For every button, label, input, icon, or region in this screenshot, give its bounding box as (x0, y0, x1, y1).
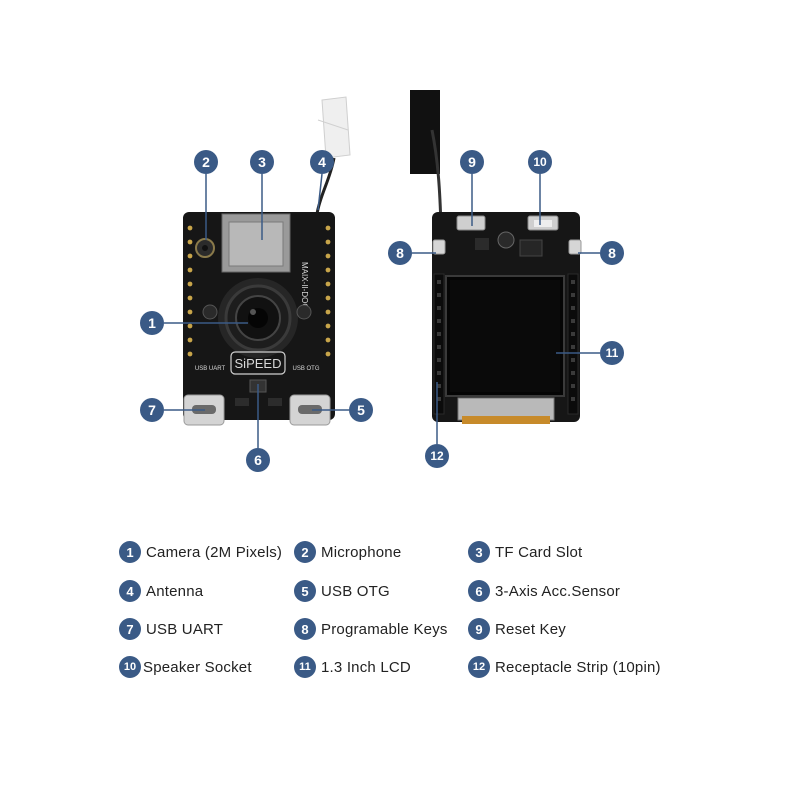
callout-number: 5 (357, 402, 365, 418)
legend-item-2: 2 Microphone (294, 541, 401, 563)
board-brand-text: SiPEED (235, 356, 282, 371)
legend-number: 9 (468, 618, 490, 640)
board-model-text: MAIX-II-DOCK (300, 262, 309, 315)
callout-number: 3 (258, 154, 266, 170)
legend-label: Camera (2M Pixels) (146, 543, 283, 561)
callout-number: 11 (605, 346, 619, 360)
callout-number: 9 (468, 154, 476, 170)
legend-number: 7 (119, 618, 141, 640)
legend-label: USB OTG (321, 582, 390, 600)
callout-number: 2 (202, 154, 210, 170)
legend-item-5: 5 USB OTG (294, 580, 390, 602)
legend-label: Antenna (146, 582, 204, 600)
legend-number: 6 (468, 580, 490, 602)
callout-8-left: 8 (388, 241, 412, 265)
legend-number: 8 (294, 618, 316, 640)
legend-label: 3-Axis Acc.Sensor (495, 582, 621, 600)
callout-number: 12 (430, 449, 444, 463)
callout-number: 7 (148, 402, 156, 418)
legend-label: 1.3 Inch LCD (321, 658, 411, 676)
legend-item-12: 12 Receptacle Strip (10pin) (468, 656, 661, 678)
legend-number: 1 (119, 541, 141, 563)
legend-number: 10 (119, 656, 141, 678)
callout-1: 1 (140, 311, 164, 335)
callout-11: 11 (600, 341, 624, 365)
back-board (410, 90, 582, 424)
legend-item-9: 9 Reset Key (468, 618, 566, 640)
legend-number: 11 (294, 656, 316, 678)
callout-3: 3 (250, 150, 274, 174)
front-board: MAIX-II-DOCK SiPEED USB UART USB OTG (183, 96, 351, 426)
legend-item-10: 10 Speaker Socket (119, 656, 252, 678)
callout-8-right: 8 (600, 241, 624, 265)
legend-number: 4 (119, 580, 141, 602)
callout-9: 9 (460, 150, 484, 174)
legend-number: 12 (468, 656, 490, 678)
legend-label: Receptacle Strip (10pin) (495, 658, 661, 676)
callout-number: 6 (254, 452, 262, 468)
callout-6: 6 (246, 448, 270, 472)
callout-number: 10 (533, 155, 547, 169)
legend-label: USB UART (146, 620, 224, 638)
usb-otg-silk: USB OTG (292, 366, 319, 372)
leader-lines (164, 173, 600, 448)
callout-4: 4 (310, 150, 334, 174)
legend-number: 2 (294, 541, 316, 563)
legend-label: Programable Keys (321, 620, 448, 638)
legend-label: Reset Key (495, 620, 566, 638)
legend-number: 5 (294, 580, 316, 602)
legend-number: 3 (468, 541, 490, 563)
legend-item-3: 3 TF Card Slot (468, 541, 582, 563)
callout-12: 12 (425, 444, 449, 468)
legend-item-1: 1 Camera (2M Pixels) (119, 541, 282, 563)
legend-item-11: 11 1.3 Inch LCD (294, 656, 411, 678)
legend-item-8: 8 Programable Keys (294, 618, 448, 640)
callout-number: 1 (148, 315, 156, 331)
callout-number: 4 (318, 154, 326, 170)
callout-number: 8 (608, 245, 616, 261)
callout-7: 7 (140, 398, 164, 422)
legend-label: TF Card Slot (495, 543, 583, 561)
legend-label: Microphone (321, 543, 402, 561)
callout-10: 10 (528, 150, 552, 174)
callout-2: 2 (194, 150, 218, 174)
legend-item-7: 7 USB UART (119, 618, 223, 640)
legend-label: Speaker Socket (143, 658, 252, 676)
legend-item-4: 4 Antenna (119, 580, 203, 602)
callout-number: 8 (396, 245, 404, 261)
usb-uart-silk: USB UART (195, 366, 226, 372)
legend-item-6: 6 3-Axis Acc.Sensor (468, 580, 620, 602)
callout-5: 5 (349, 398, 373, 422)
